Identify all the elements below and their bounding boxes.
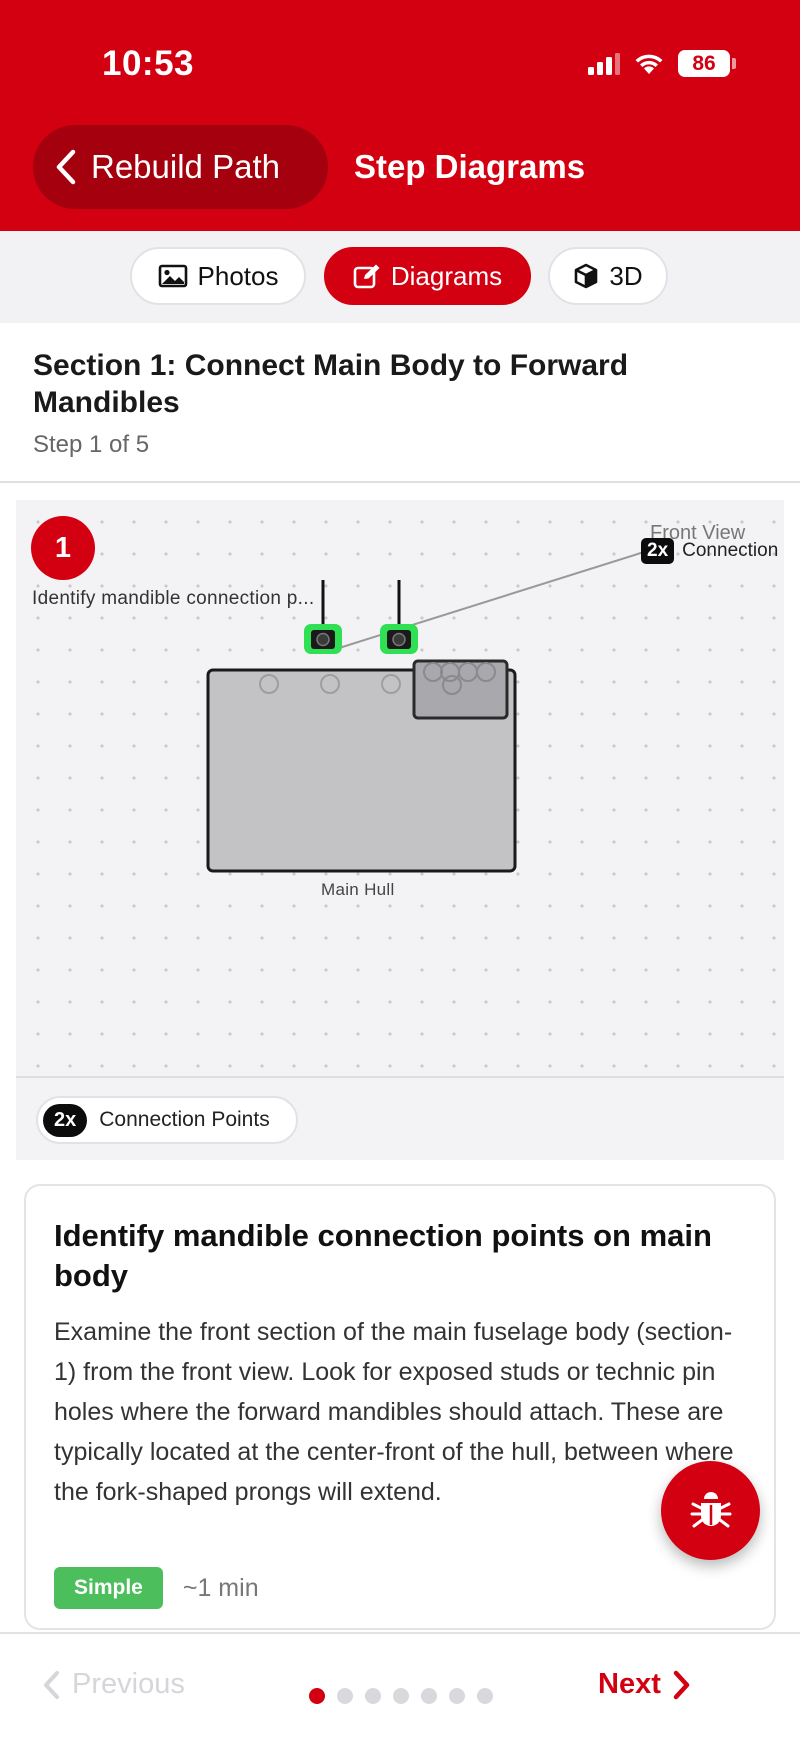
next-button[interactable]: Next (598, 1668, 691, 1701)
instruction-title: Identify mandible connection points on m… (54, 1218, 712, 1293)
page-dot[interactable] (365, 1688, 381, 1704)
hull-studs (259, 674, 401, 694)
difficulty-badge: Simple (54, 1567, 163, 1609)
assembly-diagram (206, 551, 645, 873)
tab-diagrams[interactable]: Diagrams (324, 247, 531, 305)
report-bug-button[interactable] (661, 1461, 760, 1560)
image-icon (158, 264, 187, 288)
app-header: 10:53 86 Rebuild Path Step Diagrams (0, 0, 800, 231)
callout-count-badge: 2x (641, 538, 675, 564)
step-navigation: Previous Next (0, 1632, 800, 1739)
previous-button-label: Previous (72, 1668, 185, 1700)
battery-indicator: 86 (678, 50, 736, 77)
page-indicator (309, 1688, 493, 1704)
page-dot[interactable] (477, 1688, 493, 1704)
battery-level: 86 (692, 51, 716, 75)
status-time: 10:53 (102, 44, 195, 83)
wifi-icon (635, 54, 663, 74)
page-title: Step Diagrams (354, 148, 586, 185)
tab-3d[interactable]: 3D (548, 247, 668, 305)
connection-point-highlights (304, 624, 418, 654)
next-button-label: Next (598, 1668, 661, 1700)
diagram-canvas[interactable]: 1 Identify mandible connection p... Fron… (16, 500, 784, 1076)
page-dot[interactable] (393, 1688, 409, 1704)
instruction-card: Identify mandible connection points on m… (24, 1184, 776, 1630)
cube-icon (575, 263, 598, 289)
connection-callout: 2x Connection Points (641, 538, 784, 564)
view-mode-tabs: Photos Diagrams 3D (0, 231, 800, 323)
previous-button[interactable]: Previous (42, 1668, 185, 1701)
legend-count-badge: 2x (43, 1103, 88, 1137)
view-label: Front View (650, 522, 746, 544)
page-dot[interactable] (449, 1688, 465, 1704)
status-icons: 86 (588, 50, 736, 77)
chevron-left-icon (56, 149, 76, 185)
tab-photos-label: Photos (197, 260, 279, 291)
page-dot[interactable] (337, 1688, 353, 1704)
diagram-card: 1 Identify mandible connection p... Fron… (16, 500, 784, 1160)
chevron-right-icon (673, 1670, 690, 1699)
bug-icon (690, 1491, 731, 1527)
instruction-body: Examine the front section of the main fu… (54, 1318, 734, 1506)
main-hull-shape (206, 668, 517, 873)
callout-label: Connection Points (682, 540, 784, 561)
step-counter: Step 1 of 5 (33, 431, 150, 458)
cellular-signal-icon (588, 52, 620, 75)
duration-estimate: ~1 min (182, 1573, 259, 1602)
back-button[interactable]: Rebuild Path (33, 125, 328, 209)
section-title: Section 1: Connect Main Body to Forward … (33, 349, 629, 419)
chevron-left-icon (44, 1670, 59, 1699)
tab-3d-label: 3D (609, 260, 643, 291)
step-number-badge: 1 (31, 516, 95, 580)
page-dot[interactable] (421, 1688, 437, 1704)
legend-label: Connection Points (99, 1108, 270, 1131)
edit-icon (353, 264, 380, 289)
diagram-legend: 2x Connection Points (16, 1076, 784, 1160)
legend-item-connection-points: 2x Connection Points (36, 1096, 298, 1144)
main-hull-label: Main Hull (321, 880, 395, 899)
tab-photos[interactable]: Photos (130, 247, 306, 305)
instruction-meta: Simple ~1 min (54, 1567, 259, 1609)
block-studs (423, 662, 496, 695)
section-header: Section 1: Connect Main Body to Forward … (0, 323, 800, 483)
page-dot[interactable] (309, 1688, 325, 1704)
back-button-label: Rebuild Path (91, 148, 280, 185)
tab-diagrams-label: Diagrams (390, 260, 503, 291)
diagram-caption: Identify mandible connection p... (32, 588, 315, 609)
